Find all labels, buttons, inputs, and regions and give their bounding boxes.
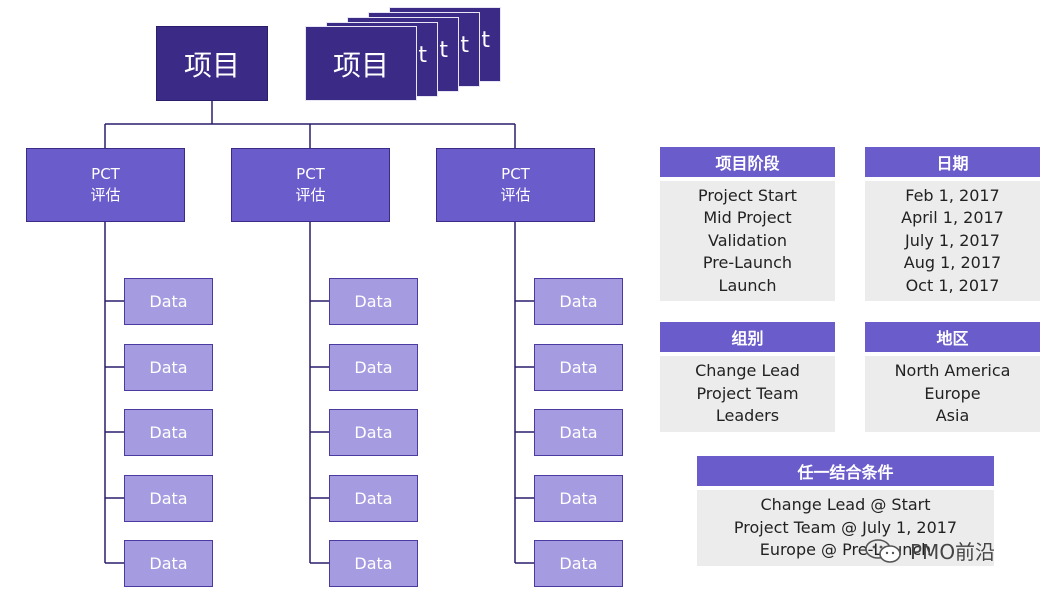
date-item: Oct 1, 2017 bbox=[905, 275, 1000, 295]
stack-card-peek-text: t bbox=[418, 43, 427, 68]
pct-node-3[interactable]: PCT 评估 bbox=[436, 148, 595, 222]
data-node[interactable]: Data bbox=[534, 344, 623, 391]
data-node[interactable]: Data bbox=[329, 540, 418, 587]
data-node-label: Data bbox=[354, 489, 393, 508]
data-node[interactable]: Data bbox=[534, 475, 623, 522]
region-item: Europe bbox=[924, 383, 981, 403]
root-project-node[interactable]: 项目 bbox=[156, 26, 268, 101]
stack-card-peek-text: t bbox=[481, 28, 490, 53]
data-node[interactable]: Data bbox=[534, 540, 623, 587]
phase-item: Launch bbox=[718, 275, 777, 295]
group-panel-header: 组别 bbox=[660, 322, 835, 352]
combo-panel-header: 任一结合条件 bbox=[697, 456, 994, 486]
pct-node-line2: 评估 bbox=[295, 186, 326, 204]
pct-node-1[interactable]: PCT 评估 bbox=[26, 148, 185, 222]
data-node-label: Data bbox=[354, 292, 393, 311]
combo-panel-title: 任一结合条件 bbox=[797, 463, 894, 482]
watermark-text: PMO前沿 bbox=[910, 540, 996, 564]
data-node-label: Data bbox=[559, 489, 598, 508]
data-node-label: Data bbox=[559, 423, 598, 442]
phase-panel-title: 项目阶段 bbox=[715, 154, 780, 173]
data-node[interactable]: Data bbox=[329, 344, 418, 391]
region-item: Asia bbox=[935, 406, 970, 426]
data-node-label: Data bbox=[559, 358, 598, 377]
region-item: North America bbox=[894, 361, 1011, 381]
date-panel-title: 日期 bbox=[936, 154, 969, 173]
stack-card-peek-text: t bbox=[439, 38, 448, 63]
data-node-label: Data bbox=[149, 423, 188, 442]
stacked-project-card-front[interactable]: 项目 bbox=[305, 26, 417, 101]
data-node[interactable]: Data bbox=[534, 278, 623, 325]
date-item: Aug 1, 2017 bbox=[903, 253, 1002, 273]
pct-node-line1: PCT bbox=[501, 165, 530, 183]
data-node[interactable]: Data bbox=[124, 540, 213, 587]
group-item: Leaders bbox=[715, 406, 780, 426]
combo-item: Project Team @ July 1, 2017 bbox=[733, 517, 958, 537]
date-panel-list: Feb 1, 2017 April 1, 2017 July 1, 2017 A… bbox=[865, 181, 1040, 301]
date-item: April 1, 2017 bbox=[901, 208, 1004, 228]
phase-panel-header: 项目阶段 bbox=[660, 147, 835, 177]
date-panel-header: 日期 bbox=[865, 147, 1040, 177]
stacked-project-label: 项目 bbox=[332, 48, 389, 82]
data-node-label: Data bbox=[354, 358, 393, 377]
data-node-label: Data bbox=[354, 554, 393, 573]
data-node[interactable]: Data bbox=[329, 475, 418, 522]
data-node[interactable]: Data bbox=[124, 344, 213, 391]
pct-node-2[interactable]: PCT 评估 bbox=[231, 148, 390, 222]
group-panel-list: Change Lead Project Team Leaders bbox=[660, 356, 835, 432]
data-node-label: Data bbox=[149, 358, 188, 377]
phase-item: Mid Project bbox=[703, 208, 792, 228]
phase-panel-list: Project Start Mid Project Validation Pre… bbox=[660, 181, 835, 301]
group-panel-title: 组别 bbox=[731, 329, 764, 348]
data-node[interactable]: Data bbox=[124, 475, 213, 522]
date-item: July 1, 2017 bbox=[905, 230, 1000, 250]
data-node-label: Data bbox=[149, 292, 188, 311]
data-node[interactable]: Data bbox=[329, 278, 418, 325]
wechat-icon bbox=[865, 538, 901, 563]
region-panel-header: 地区 bbox=[865, 322, 1040, 352]
phase-item: Project Start bbox=[698, 185, 797, 205]
data-node-label: Data bbox=[559, 554, 598, 573]
phase-item: Pre-Launch bbox=[702, 253, 793, 273]
group-item: Change Lead bbox=[695, 361, 800, 381]
data-node-label: Data bbox=[149, 489, 188, 508]
data-node-label: Data bbox=[149, 554, 188, 573]
watermark: PMO前沿 bbox=[864, 536, 995, 565]
pct-node-line2: 评估 bbox=[90, 186, 121, 204]
data-node-label: Data bbox=[354, 423, 393, 442]
phase-item: Validation bbox=[707, 230, 787, 250]
root-project-label: 项目 bbox=[183, 48, 240, 82]
data-node[interactable]: Data bbox=[124, 278, 213, 325]
region-panel-list: North America Europe Asia bbox=[865, 356, 1040, 432]
pct-node-line1: PCT bbox=[91, 165, 120, 183]
data-node[interactable]: Data bbox=[329, 409, 418, 456]
combo-item: Change Lead @ Start bbox=[760, 495, 931, 515]
pct-node-line2: 评估 bbox=[500, 186, 531, 204]
data-node[interactable]: Data bbox=[124, 409, 213, 456]
date-item: Feb 1, 2017 bbox=[905, 185, 1000, 205]
data-node[interactable]: Data bbox=[534, 409, 623, 456]
pct-node-line1: PCT bbox=[296, 165, 325, 183]
group-item: Project Team bbox=[696, 383, 799, 403]
data-node-label: Data bbox=[559, 292, 598, 311]
region-panel-title: 地区 bbox=[936, 329, 969, 348]
stack-card-peek-text: t bbox=[460, 33, 469, 58]
